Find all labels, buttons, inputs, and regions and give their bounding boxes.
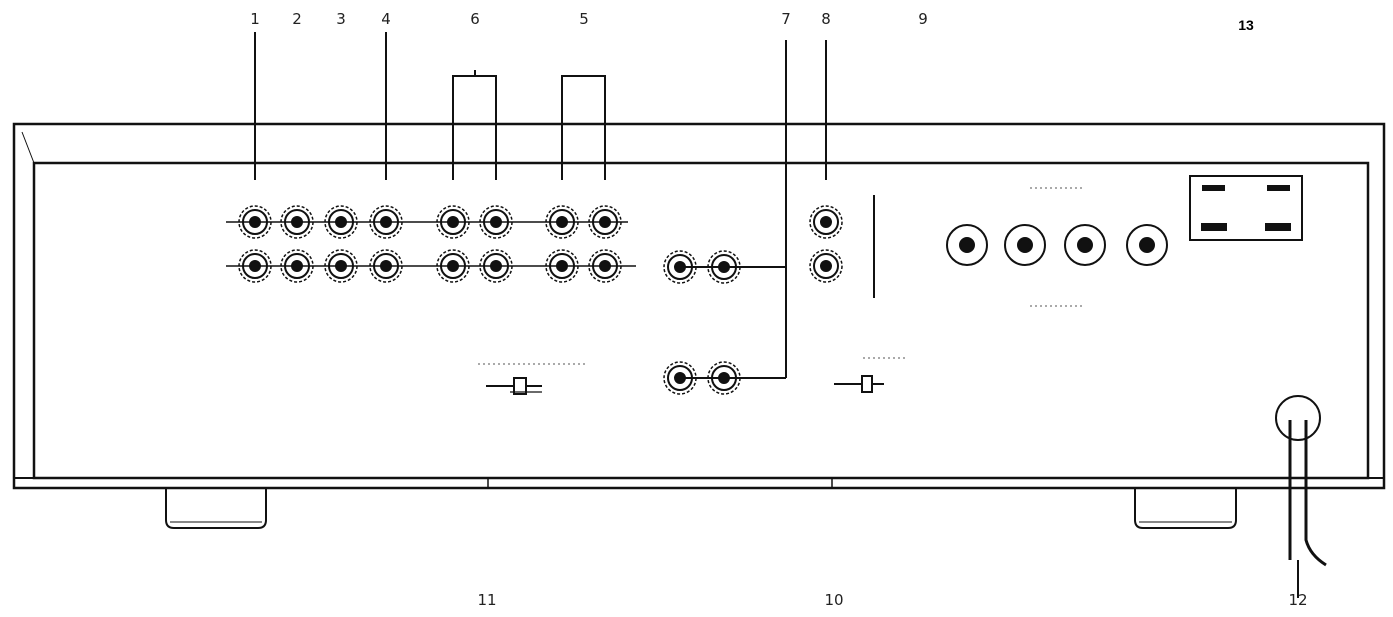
rca-input-row-bottom: [226, 249, 636, 283]
callout-4: 4: [381, 10, 391, 28]
vertical-jack-pair: [809, 195, 875, 298]
callout-1: 1: [250, 10, 260, 28]
callout-5: 5: [579, 10, 589, 28]
rca-output-pair-lower: [663, 361, 786, 395]
callout-7: 7: [781, 10, 791, 28]
callout-2: 2: [292, 10, 302, 28]
ac-outlet: [1189, 175, 1303, 241]
callout-6: 6: [470, 10, 480, 28]
rca-input-row-top: [226, 205, 628, 239]
rear-panel-inner: [32, 161, 1370, 480]
callout-3: 3: [336, 10, 346, 28]
right-foot: [1134, 488, 1237, 529]
callout-9: 9: [918, 10, 928, 28]
ground-switch-right: [834, 375, 884, 393]
ground-switch-left: [486, 377, 542, 395]
power-cord: [1275, 395, 1327, 567]
callout-8: 8: [821, 10, 831, 28]
callout-13: 13: [1238, 17, 1254, 33]
callout-11: 11: [477, 591, 497, 609]
callout-10: 10: [824, 591, 844, 609]
rca-output-pair-upper: [663, 250, 786, 284]
chassis-outline: [12, 122, 1386, 490]
speaker-terminals: [946, 224, 1168, 266]
callout-12: 12: [1288, 591, 1308, 609]
left-foot: [165, 488, 267, 529]
